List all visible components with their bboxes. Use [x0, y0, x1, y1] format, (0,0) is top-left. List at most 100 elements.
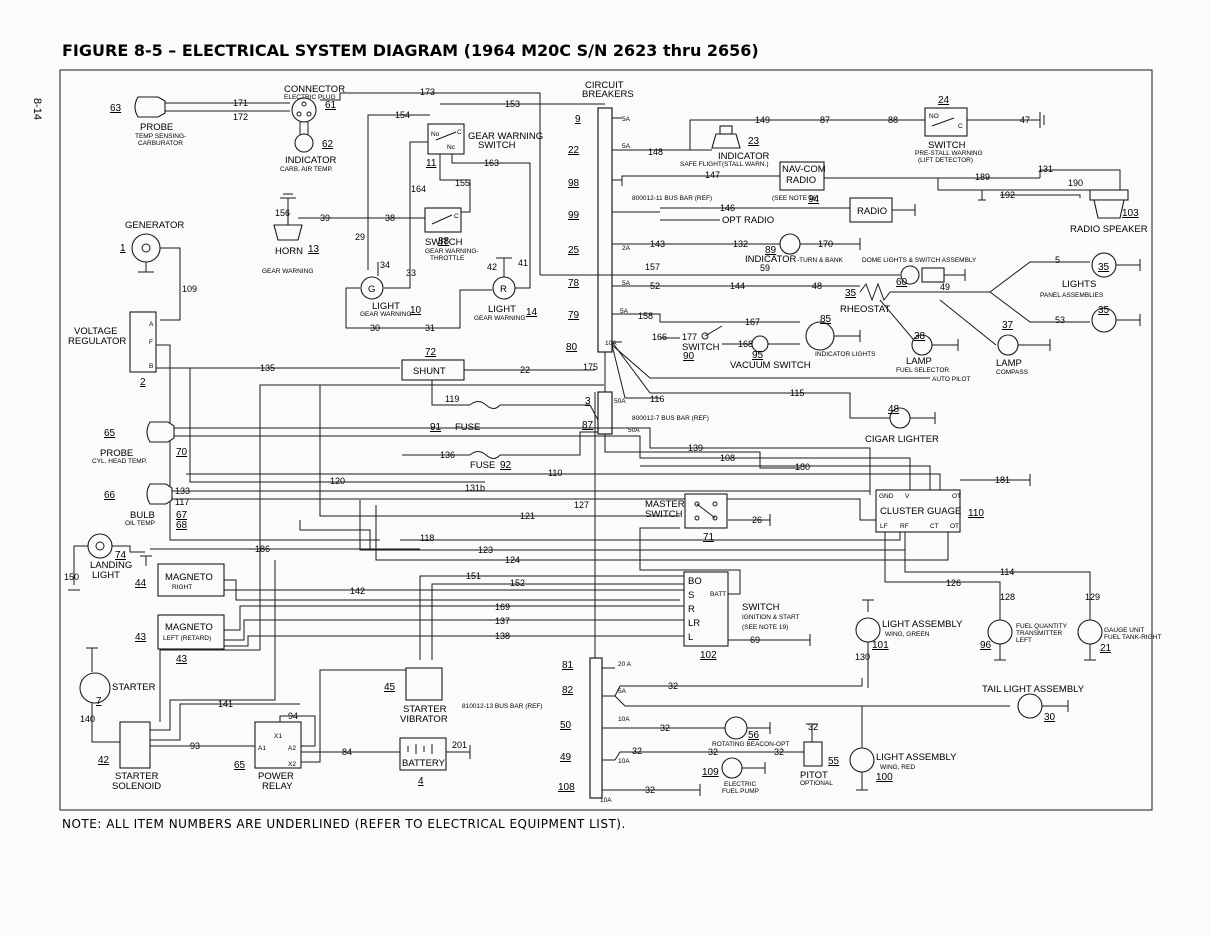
svg-text:55: 55: [828, 756, 840, 767]
light-assembly-wing-green: 101 LIGHT ASSEMBLY WING, GREEN 130: [855, 599, 963, 688]
svg-text:110: 110: [968, 508, 984, 519]
wire-201: 32: [615, 784, 701, 796]
svg-text:INDICATOR: INDICATOR: [285, 155, 337, 166]
wires-radio-speaker: 131 190 192: [937, 164, 1121, 201]
svg-text:GEAR WARNING: GEAR WARNING: [474, 315, 525, 322]
svg-text:X1: X1: [274, 733, 282, 740]
svg-text:SWITCH: SWITCH: [928, 140, 966, 151]
svg-text:LAMP: LAMP: [906, 356, 932, 367]
svg-text:(LIFT DETECTOR): (LIFT DETECTOR): [918, 157, 973, 164]
wire-155: 155: [439, 154, 471, 213]
wires-magneto-ignition: 142 169 137 138: [224, 579, 684, 647]
indicator-turn-bank: 89 INDICATOR -TURN & BANK: [745, 233, 844, 265]
svg-text:123: 123: [478, 545, 493, 555]
wire-131: 121: [319, 385, 680, 521]
svg-text:108: 108: [720, 453, 735, 463]
svg-text:169: 169: [495, 602, 510, 612]
svg-text:OPTIONAL: OPTIONAL: [800, 780, 833, 787]
svg-text:5A: 5A: [622, 116, 631, 123]
svg-text:84: 84: [342, 747, 352, 757]
svg-text:66: 66: [104, 490, 116, 501]
svg-text:SHUNT: SHUNT: [413, 366, 446, 377]
page-reference: 8-14: [31, 98, 43, 120]
svg-text:HORN: HORN: [275, 246, 303, 257]
wire-134-auto-pilot: AUTO PILOT 116: [611, 344, 971, 404]
wire-136: 180: [640, 462, 931, 490]
svg-text:B: B: [149, 363, 153, 370]
svg-text:ELECTRIC PLUG: ELECTRIC PLUG: [284, 94, 336, 101]
svg-text:144: 144: [730, 281, 745, 291]
cigar-lighter: 48 CIGAR LIGHTER: [865, 404, 939, 445]
svg-text:115: 115: [790, 388, 804, 398]
svg-text:158: 158: [638, 311, 653, 321]
vacuum-switch: 95 VACUUM SWITCH: [730, 335, 811, 371]
radio-speaker: 103 RADIO SPEAKER: [1070, 189, 1148, 235]
svg-text:130: 130: [855, 652, 870, 662]
svg-text:96: 96: [980, 640, 992, 651]
svg-text:166: 166: [652, 332, 667, 342]
svg-text:78: 78: [568, 278, 580, 289]
svg-text:168: 168: [738, 339, 753, 349]
svg-text:25: 25: [568, 245, 580, 256]
wire-154: 154: [367, 110, 430, 250]
magneto-right: MAGNETO RIGHT 44: [135, 555, 225, 597]
svg-text:STARTER: STARTER: [115, 771, 159, 782]
svg-text:TEMP SENSING-: TEMP SENSING-: [135, 133, 186, 140]
wire-163: 163: [451, 154, 531, 258]
svg-text:CONNECTOR: CONNECTOR: [284, 84, 345, 95]
svg-text:48: 48: [888, 404, 900, 415]
svg-text:92: 92: [500, 460, 512, 471]
wire-153: 153: [440, 99, 605, 109]
svg-text:88: 88: [438, 236, 450, 247]
svg-text:37: 37: [1002, 320, 1014, 331]
svg-text:190: 190: [1068, 178, 1083, 188]
pitot-heater: 32 55 PITOT OPTIONAL: [800, 722, 840, 787]
wire-164: 164: [409, 141, 428, 250]
svg-text:GAUGE UNIT: GAUGE UNIT: [1104, 627, 1144, 634]
lamp-fuel-selector: 38 LAMP FUEL SELECTOR: [879, 299, 959, 374]
gear-warning-switch: No Nc C 11 GEAR WARNING SWITCH: [426, 123, 543, 169]
probe-carburator: 63 PROBE TEMP SENSING- CARBURATOR: [110, 96, 186, 147]
svg-text:43: 43: [135, 632, 147, 643]
wire-137-138: 114 126 128 129: [884, 532, 1100, 620]
svg-text:45: 45: [384, 682, 396, 693]
svg-text:131b: 131b: [465, 483, 485, 493]
svg-text:RIGHT: RIGHT: [172, 584, 192, 591]
svg-text:98: 98: [568, 178, 580, 189]
gear-warning-throttle-switch: C 88 SWITCH GEAR WARNING- THROTTLE: [424, 207, 479, 262]
svg-text:102: 102: [700, 650, 717, 661]
svg-text:LF: LF: [880, 523, 888, 530]
svg-text:22: 22: [520, 365, 530, 375]
svg-text:AUTO PILOT: AUTO PILOT: [932, 376, 971, 383]
svg-text:LAMP: LAMP: [996, 358, 1022, 369]
svg-text:FUSE: FUSE: [470, 460, 495, 471]
svg-text:29: 29: [355, 232, 365, 242]
svg-text:RHEOSTAT: RHEOSTAT: [840, 304, 891, 315]
wire-146: 146 OPT RADIO: [660, 203, 850, 226]
svg-text:180: 180: [795, 462, 810, 472]
svg-text:39: 39: [320, 213, 330, 223]
svg-text:186: 186: [255, 544, 270, 554]
radio: RADIO: [849, 197, 916, 223]
svg-text:42: 42: [487, 262, 497, 272]
svg-text:32: 32: [645, 785, 655, 795]
svg-text:50A: 50A: [628, 427, 640, 434]
svg-text:PRE-STALL WARNING: PRE-STALL WARNING: [915, 150, 983, 157]
switch-pre-stall: NO C 24 SWITCH PRE-STALL WARNING (LIFT D…: [915, 95, 983, 164]
svg-text:SWITCH: SWITCH: [742, 602, 780, 613]
starter-vibrator: 45 STARTER VIBRATOR: [384, 667, 448, 725]
starter-solenoid: 42 STARTER SOLENOID 93 141: [98, 384, 604, 792]
svg-text:MASTER: MASTER: [645, 499, 685, 510]
svg-text:126: 126: [946, 578, 961, 588]
svg-text:RADIO SPEAKER: RADIO SPEAKER: [1070, 224, 1148, 235]
svg-text:OT: OT: [950, 523, 959, 530]
svg-text:192: 192: [1000, 190, 1015, 200]
svg-text:59: 59: [760, 263, 770, 273]
battery: BATTERY 4 201: [399, 737, 471, 787]
svg-text:100: 100: [876, 772, 893, 783]
wire-156: 38: [365, 213, 425, 223]
wire-143-132-170: 143 132 170: [622, 238, 861, 250]
wire-158: 158: [622, 311, 690, 323]
svg-text:CYL. HEAD TEMP.: CYL. HEAD TEMP.: [92, 458, 147, 465]
svg-text:149: 149: [755, 115, 770, 125]
